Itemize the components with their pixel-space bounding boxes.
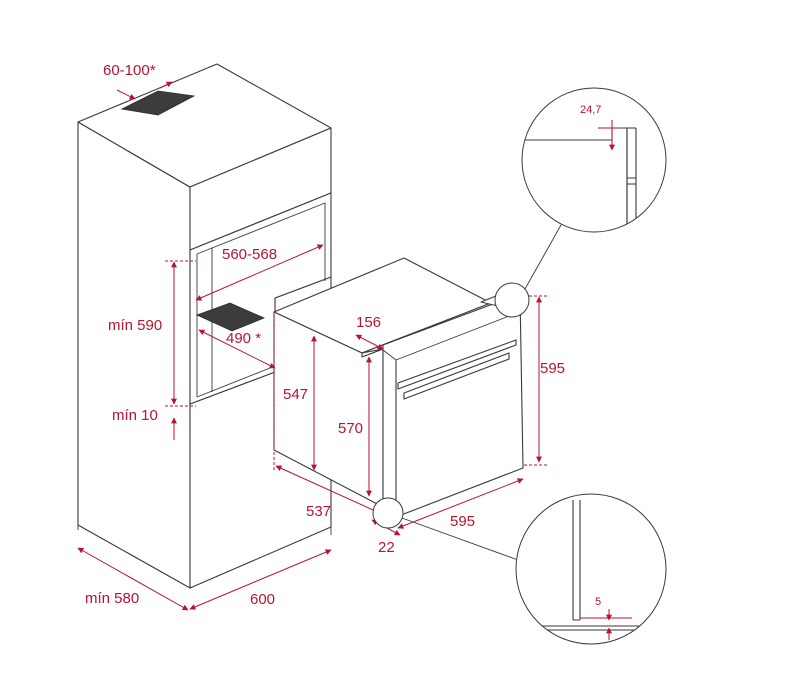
cabinet-depth-dim-line xyxy=(77,547,189,611)
detail-bottom-leader xyxy=(401,517,519,561)
label-detail-top: 24,7 xyxy=(580,104,601,116)
detail-top-leader xyxy=(524,224,562,290)
detail-bottom xyxy=(372,493,667,645)
oven-front-top-line xyxy=(395,310,523,361)
label-shelf-depth: 490 * xyxy=(226,330,261,347)
oven-front-top-edge xyxy=(382,349,397,361)
dimension-labels: 60-100* 560-568 490 * mín 590 mín 10 mín… xyxy=(85,62,601,608)
label-body-height: 547 xyxy=(283,386,308,403)
top-depth-dim-line xyxy=(355,334,384,350)
label-ventilation-gap: 60-100* xyxy=(103,62,156,79)
niche-back-edge xyxy=(196,202,326,281)
niche-width-dim-line xyxy=(195,244,324,301)
detail-top-circle xyxy=(521,87,667,233)
niche-floor-edge xyxy=(196,365,276,398)
label-top-depth: 156 xyxy=(356,314,381,331)
shelf-depth-dim-line xyxy=(198,329,276,369)
label-detail-bottom: 5 xyxy=(595,596,601,608)
label-front-offset: 22 xyxy=(378,539,395,556)
oven-width-dim-line xyxy=(397,478,524,529)
ventilation-dim-line xyxy=(116,89,136,100)
label-bottom-gap: mín 10 xyxy=(112,407,158,424)
cabinet-width-dim-line xyxy=(189,549,332,610)
oven-door-handle xyxy=(403,352,510,400)
ventilation-dim-line-2 xyxy=(159,81,173,89)
detail-bottom-marker xyxy=(372,497,404,529)
label-front-height: 570 xyxy=(338,420,363,437)
label-oven-depth: 537 xyxy=(306,503,331,520)
dimension-lines xyxy=(77,81,547,611)
oven-unit xyxy=(273,257,527,518)
label-niche-width: 560-568 xyxy=(222,246,277,263)
label-cabinet-width: 600 xyxy=(250,591,275,608)
top-ventilation-opening xyxy=(120,90,196,116)
label-oven-width: 595 xyxy=(450,513,475,530)
shelf-ventilation-opening xyxy=(195,302,266,332)
oven-door-inner-panel xyxy=(397,339,517,390)
detail-top xyxy=(494,87,667,318)
oven-depth-dim-line xyxy=(275,465,383,515)
label-total-height: 595 xyxy=(540,360,565,377)
label-niche-height: mín 590 xyxy=(108,317,162,334)
label-cabinet-depth: mín 580 xyxy=(85,590,139,607)
cabinet-left-face xyxy=(77,121,191,589)
detail-top-marker xyxy=(494,282,530,318)
detail-bottom-circle xyxy=(515,493,667,645)
